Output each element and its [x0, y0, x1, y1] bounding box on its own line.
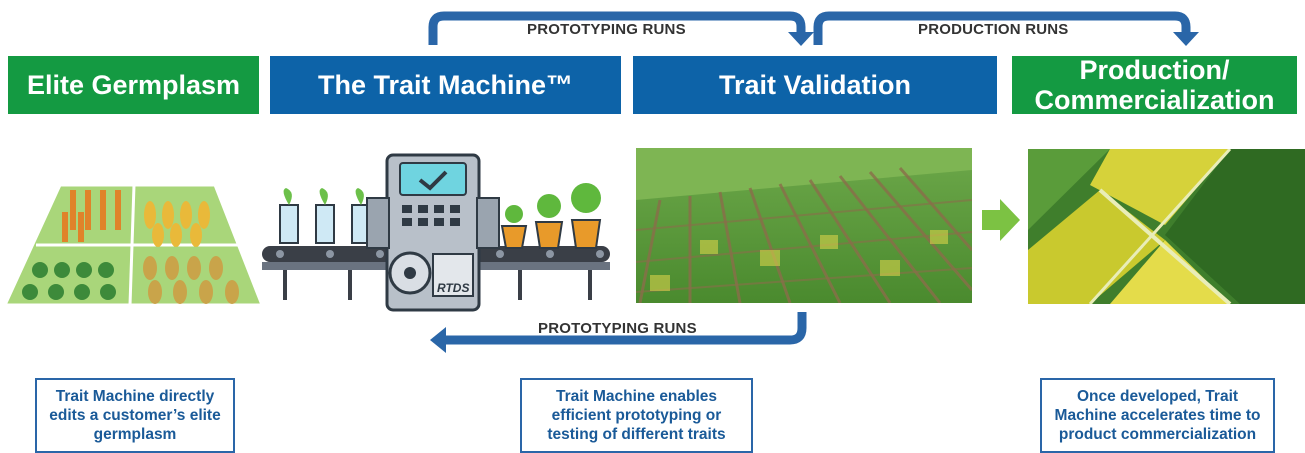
top-prototyping-arrow	[428, 11, 806, 45]
top-prototyping-arrowhead	[788, 32, 814, 46]
stage-trait-machine-label: The Trait Machine™	[317, 70, 574, 100]
note-right: Once developed, Trait Machine accelerate…	[1040, 378, 1275, 453]
stage-validation-label: Trait Validation	[718, 70, 912, 100]
stage-production-line1: Production/	[1079, 55, 1230, 85]
note-middle-text: Trait Machine enables efficient prototyp…	[547, 388, 726, 443]
bottom-prototyping-label: PROTOTYPING RUNS	[538, 320, 697, 337]
stage-trait-machine: The Trait Machine™	[270, 56, 621, 114]
stage-elite-germplasm: Elite Germplasm	[8, 56, 259, 114]
note-middle: Trait Machine enables efficient prototyp…	[520, 378, 753, 453]
bottom-prototyping-arrowhead	[430, 327, 446, 353]
stage-production: Production/ Commercialization	[1012, 55, 1297, 115]
top-production-label: PRODUCTION RUNS	[918, 21, 1069, 38]
stage-production-line2: Commercialization	[1034, 85, 1275, 115]
top-production-arrow	[813, 11, 1191, 45]
note-left: Trait Machine directly edits a customer’…	[35, 378, 235, 453]
note-right-text: Once developed, Trait Machine accelerate…	[1054, 388, 1261, 443]
stage-trait-validation: Trait Validation	[633, 56, 997, 114]
green-forward-arrow	[982, 199, 1020, 241]
top-prototyping-label: PROTOTYPING RUNS	[527, 21, 686, 38]
note-left-text: Trait Machine directly edits a customer’…	[49, 388, 221, 443]
bottom-prototyping-arrow	[445, 312, 807, 345]
machine-label: RTDS	[437, 281, 470, 295]
stage-elite-label: Elite Germplasm	[26, 70, 241, 100]
top-production-arrowhead	[1173, 32, 1199, 46]
